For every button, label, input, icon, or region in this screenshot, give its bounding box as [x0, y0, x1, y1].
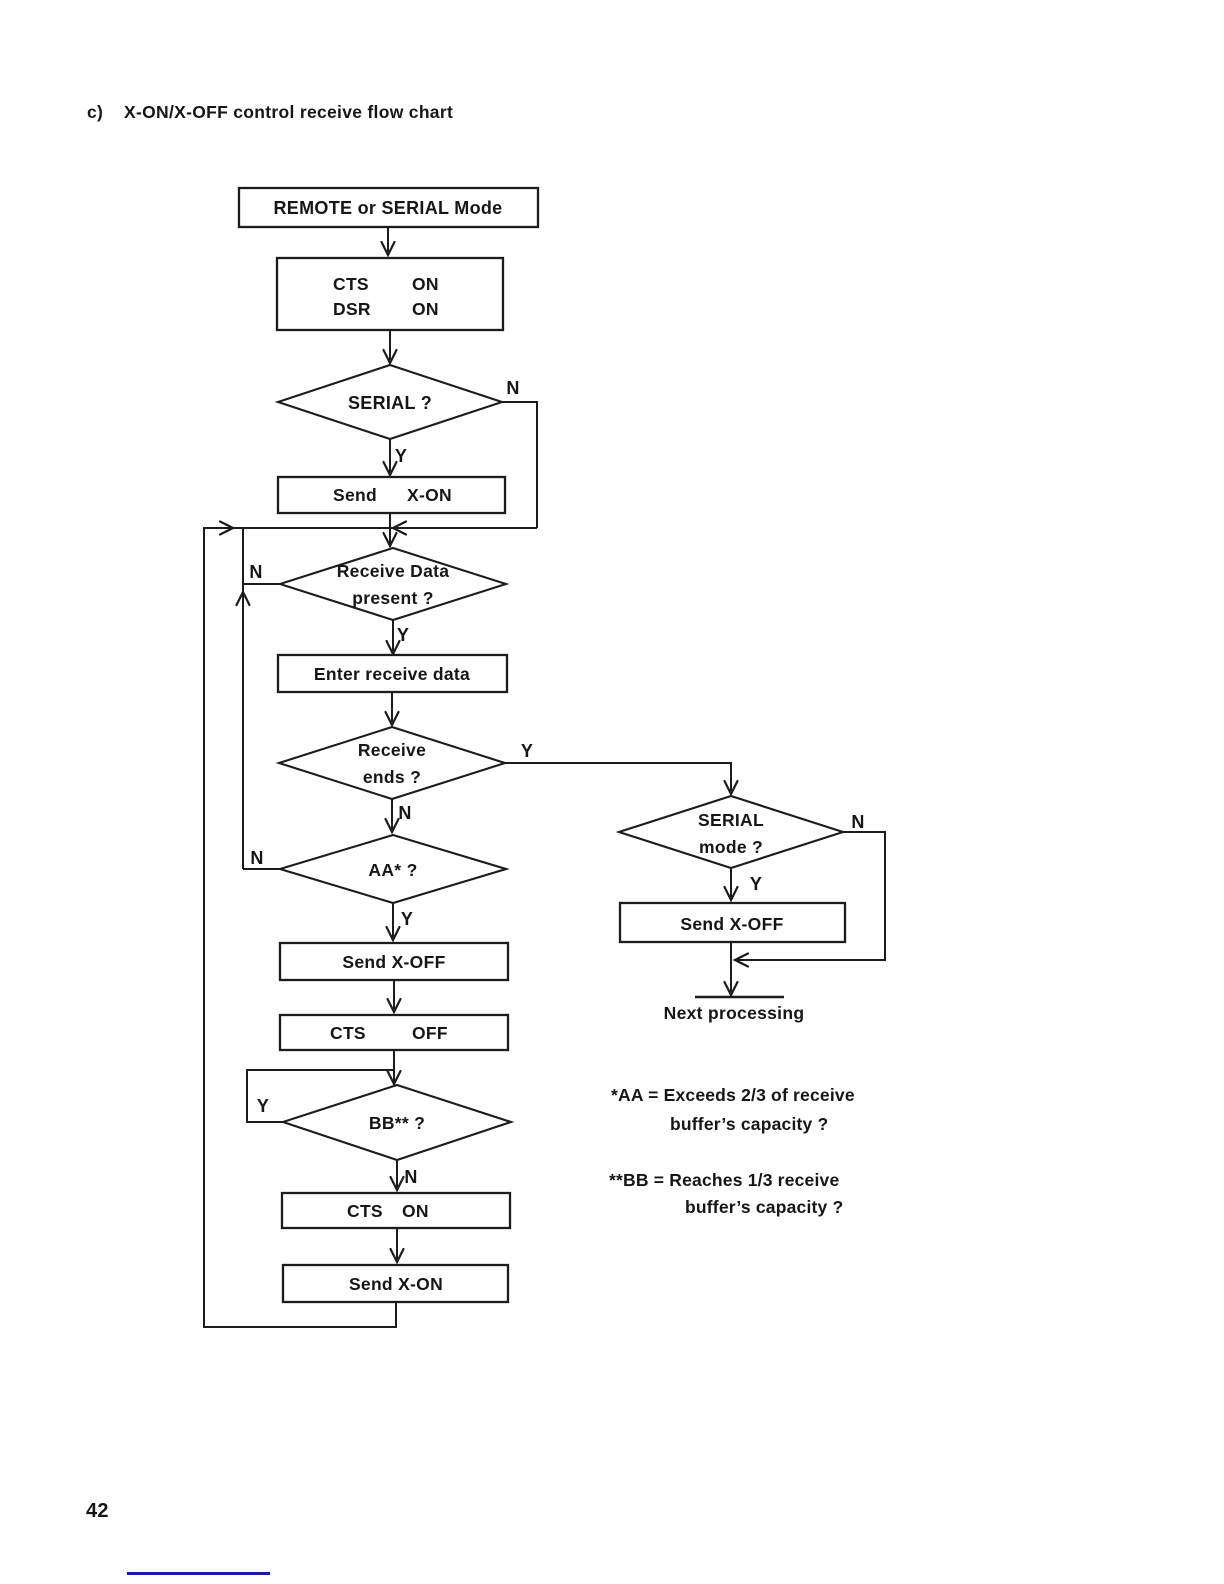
node-cts-on: CTS ON: [280, 1191, 512, 1230]
footer-rule: [127, 1572, 270, 1575]
branch-label-no: N: [398, 803, 411, 823]
send-xoff-right-label: Send X-OFF: [680, 914, 783, 934]
footnote-bb-line1: **BB = Reaches 1/3 receive: [609, 1170, 839, 1190]
decision-bb: BB** ? Y N: [257, 1083, 515, 1187]
decision-serial-mode: SERIAL mode ? N Y: [615, 794, 864, 894]
send-xoff-left-label: Send X-OFF: [342, 952, 445, 972]
node-start-label: REMOTE or SERIAL Mode: [274, 198, 503, 218]
node-send-xon-top: Send X-ON: [276, 475, 507, 515]
branch-label-no: N: [249, 562, 262, 582]
cts-value: ON: [412, 274, 439, 294]
node-send-xon-bottom: Send X-ON: [281, 1263, 510, 1304]
page-number: 42: [86, 1500, 109, 1522]
decision-receive-ends: Receive ends ? Y N: [275, 725, 533, 823]
receive-ends-line1: Receive: [358, 740, 426, 760]
dsr-value: ON: [412, 299, 439, 319]
receive-data-line1: Receive Data: [337, 561, 450, 581]
send-xon-bottom-label: Send X-ON: [349, 1274, 443, 1294]
branch-label-yes: Y: [257, 1096, 269, 1116]
decision-receive-data-present: Receive Data present ? N Y: [249, 546, 510, 645]
branch-label-no: N: [404, 1167, 417, 1187]
branch-label-yes: Y: [401, 909, 413, 929]
footnote-aa-line1: *AA = Exceeds 2/3 of receive: [611, 1085, 855, 1105]
decision-aa: AA* ? N Y: [250, 833, 510, 929]
branch-label-no: N: [506, 378, 519, 398]
page-title: X-ON/X-OFF control receive flow chart: [124, 102, 453, 122]
serial-mode-line1: SERIAL: [698, 810, 764, 830]
decision-serial: SERIAL ? N Y: [274, 363, 519, 466]
footnote-bb: **BB = Reaches 1/3 receive buffer’s capa…: [609, 1170, 843, 1217]
decision-bb-label: BB** ?: [369, 1113, 425, 1133]
branch-label-no: N: [250, 848, 263, 868]
footnote-bb-line2: buffer’s capacity ?: [685, 1197, 843, 1217]
cts-on-value: ON: [402, 1201, 429, 1221]
section-letter: c): [87, 102, 103, 122]
decision-serial-label: SERIAL ?: [348, 393, 432, 413]
next-processing-label: Next processing: [664, 1003, 805, 1023]
branch-label-yes: Y: [750, 874, 762, 894]
node-cts-off: CTS OFF: [278, 1013, 510, 1052]
node-next-processing: Next processing: [664, 1003, 805, 1023]
xon-label: X-ON: [407, 485, 452, 505]
decision-aa-label: AA* ?: [368, 860, 417, 880]
node-send-xoff-left: Send X-OFF: [278, 941, 510, 982]
branch-label-yes: Y: [521, 741, 533, 761]
node-start: REMOTE or SERIAL Mode: [237, 186, 540, 229]
cts-off-value: OFF: [412, 1023, 448, 1043]
cts-off-label: CTS: [330, 1023, 366, 1043]
node-send-xoff-right: Send X-OFF: [618, 901, 847, 944]
branch-label-yes: Y: [397, 625, 409, 645]
receive-ends-line2: ends ?: [363, 767, 421, 787]
node-cts-dsr-on: CTS ON DSR ON: [275, 256, 505, 332]
connectors: [203, 227, 886, 1328]
receive-data-line2: present ?: [352, 588, 433, 608]
enter-receive-label: Enter receive data: [314, 664, 470, 684]
dsr-label: DSR: [333, 299, 371, 319]
cts-label: CTS: [333, 274, 369, 294]
serial-mode-line2: mode ?: [699, 837, 763, 857]
footnote-aa-line2: buffer’s capacity ?: [670, 1114, 828, 1134]
footnote-aa: *AA = Exceeds 2/3 of receive buffer’s ca…: [611, 1085, 855, 1134]
node-enter-receive-data: Enter receive data: [276, 653, 509, 694]
branch-label-no: N: [851, 812, 864, 832]
send-label: Send: [333, 485, 377, 505]
branch-label-yes: Y: [395, 446, 407, 466]
cts-on-label: CTS: [347, 1201, 383, 1221]
